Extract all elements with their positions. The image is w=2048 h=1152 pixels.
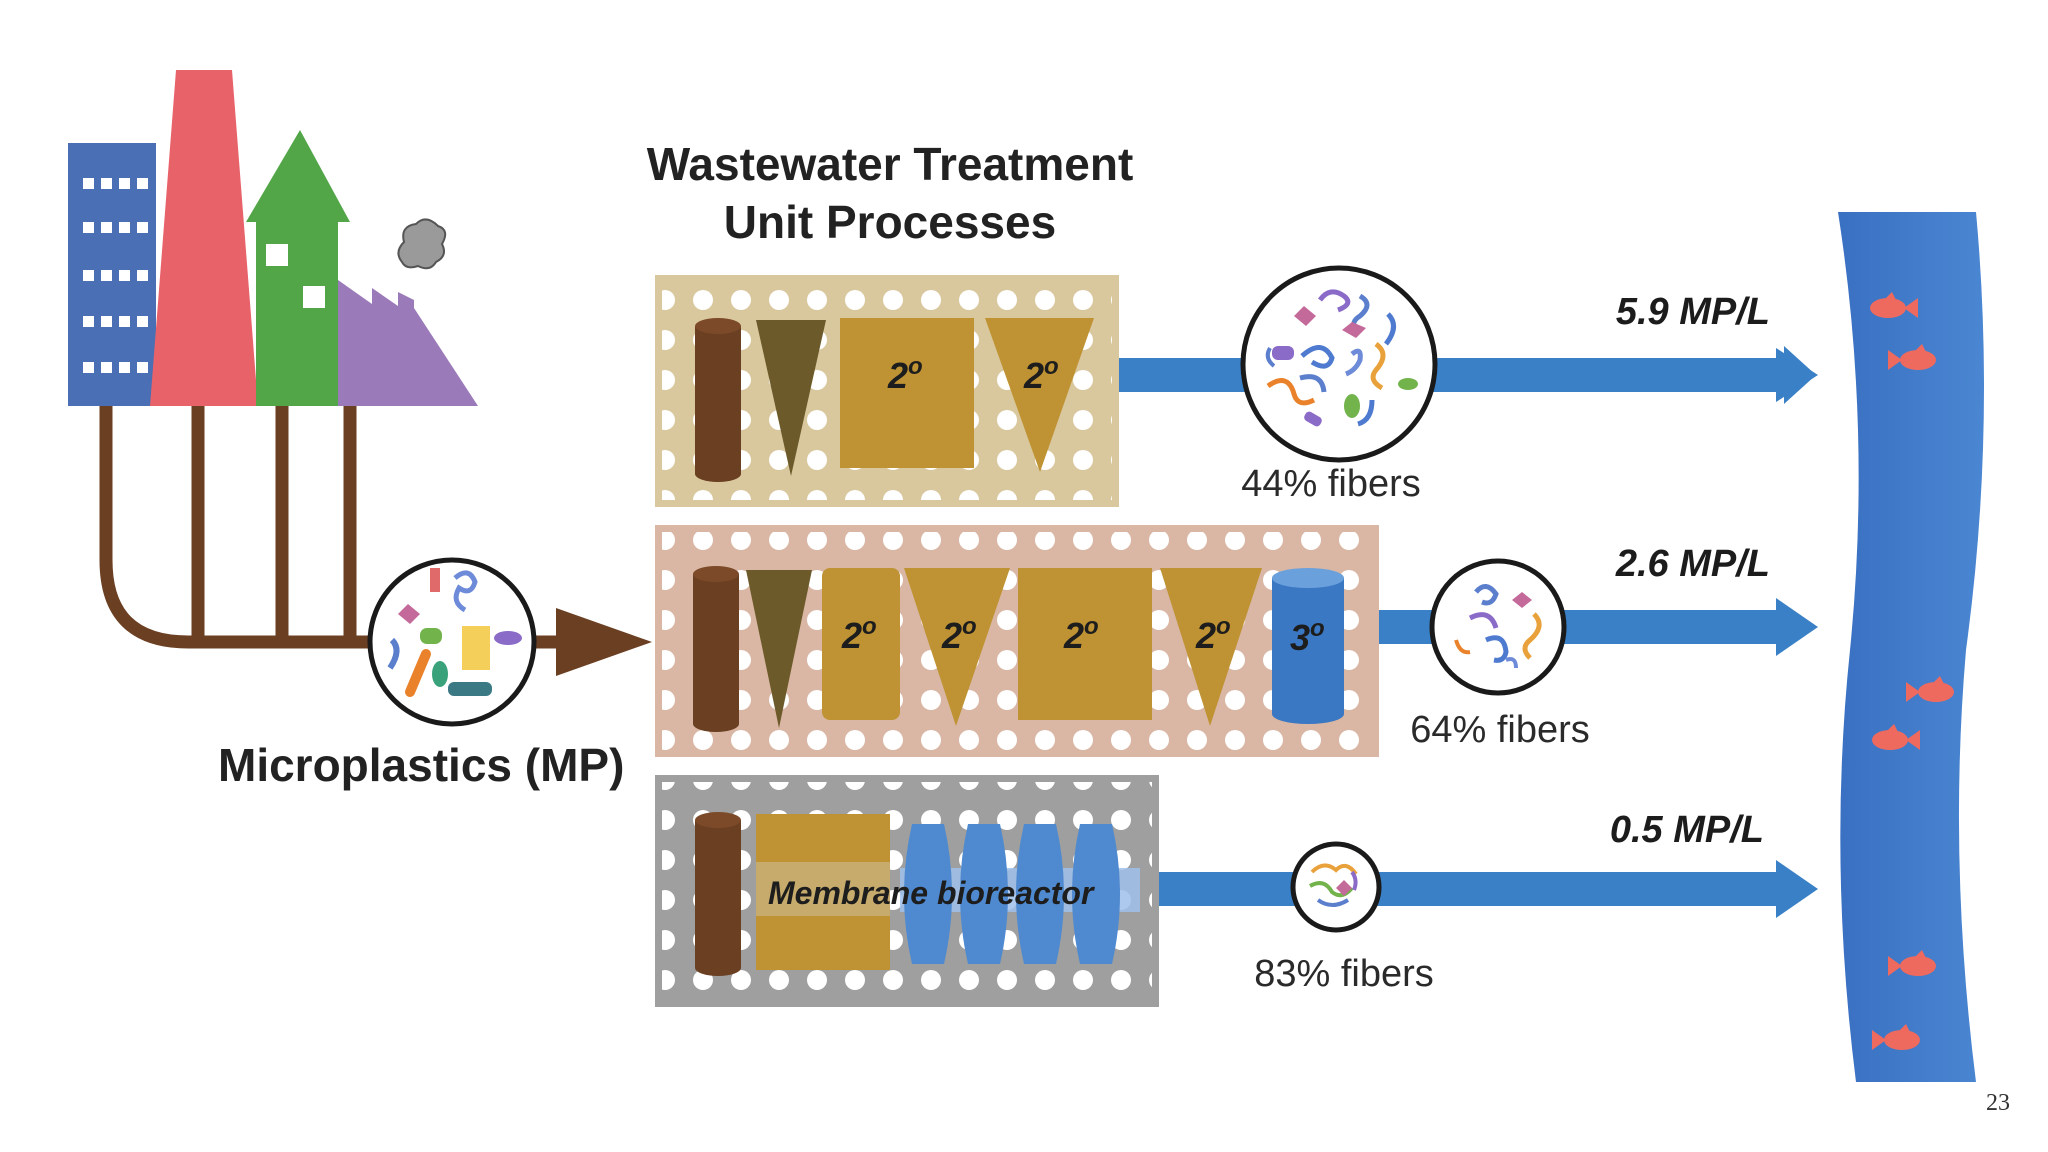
diagram-title-line1: Wastewater Treatment: [647, 138, 1134, 190]
secondary-basin-2b: [1018, 568, 1152, 720]
fish-icon: [1888, 950, 1936, 976]
secondary-basin-1: [840, 318, 974, 468]
effluent-rate-2: 2.6 MP/L: [1615, 543, 1770, 585]
treatment-train-1: 2o 2o: [655, 275, 1119, 507]
stage-label: 2o: [941, 613, 977, 656]
building-windows: [83, 178, 148, 373]
primary-clarifier-icon: [756, 320, 826, 476]
effluent-microplastics-3-icon: [1290, 841, 1382, 933]
fiber-percentage-2: 64% fibers: [1410, 709, 1590, 751]
effluent-rate-1: 5.9 MP/L: [1616, 291, 1770, 333]
effluent-rate-3: 0.5 MP/L: [1610, 809, 1764, 851]
house-icon: [246, 130, 350, 406]
effluent-arrow-3: [1159, 872, 1784, 906]
stage-label: 3o: [1290, 615, 1325, 658]
effluent-microplastics-1-icon: [1240, 265, 1438, 463]
treatment-train-3: Membrane bioreactor: [655, 775, 1159, 1007]
fish-icon: [1872, 1024, 1920, 1050]
receiving-river: [1838, 212, 1984, 1082]
smokestack-icon: [150, 70, 258, 406]
microplastics-label: Microplastics (MP): [218, 739, 624, 791]
stage-label: 2o: [887, 353, 923, 396]
fish-icon: [1906, 676, 1954, 702]
effluent-arrow-1: [1119, 358, 1784, 392]
preliminary-treatment-icon: [693, 566, 739, 732]
stage-label: 2o: [1195, 613, 1231, 656]
fish-group: [1870, 292, 1954, 1050]
preliminary-treatment-icon: [695, 812, 741, 976]
microplastics-icon: [367, 557, 537, 727]
secondary-basin-2a: [822, 568, 900, 720]
fiber-percentage-3: 83% fibers: [1254, 953, 1434, 995]
fish-icon: [1888, 344, 1936, 370]
fish-icon: [1872, 724, 1920, 750]
fiber-percentage-1: 44% fibers: [1241, 463, 1421, 505]
inflow-arrow: [556, 608, 652, 676]
secondary-clarifier-1: [985, 318, 1094, 472]
stage-label: 2o: [1023, 353, 1059, 396]
city-sources-icon: [68, 70, 478, 406]
primary-clarifier-icon: [746, 570, 812, 728]
factory-icon: [338, 280, 478, 406]
secondary-clarifier-2a: [904, 568, 1010, 726]
effluent-microplastics-2-icon: [1429, 558, 1567, 696]
membrane-bioreactor-label: Membrane bioreactor: [768, 875, 1095, 911]
smoke-icon: [397, 218, 447, 270]
tertiary-filter-icon: [1272, 568, 1344, 724]
secondary-clarifier-2b: [1160, 568, 1262, 726]
preliminary-treatment-icon: [695, 318, 741, 482]
stage-label: 2o: [841, 613, 877, 656]
membrane-bioreactor-icon: [756, 814, 1140, 970]
treatment-train-2: 2o 2o 2o 2o 3o: [655, 525, 1379, 757]
fish-icon: [1870, 292, 1918, 318]
page-number: 23: [1986, 1090, 2010, 1116]
stage-label: 2o: [1063, 613, 1099, 656]
sewer-pipes: [99, 406, 560, 649]
diagram-title-line2: Unit Processes: [724, 196, 1056, 248]
